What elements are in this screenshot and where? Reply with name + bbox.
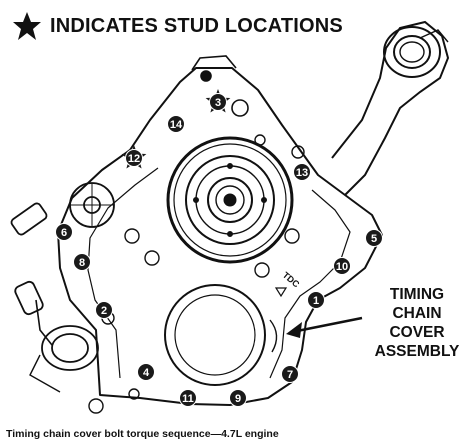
bolt-circle [73, 253, 91, 271]
bolt-marker-7: 7 [281, 365, 299, 383]
cover-outline [57, 67, 383, 406]
bolt-number: 11 [182, 393, 194, 405]
bolt-marker-10: 10 [333, 257, 351, 275]
bolt-number: 5 [371, 233, 377, 245]
callout-label: TIMING CHAIN COVER ASSEMBLY [362, 285, 472, 361]
bolt-number: 13 [296, 167, 308, 179]
bolt-circle [229, 389, 247, 407]
bolt-marker-12: 12 [121, 145, 147, 169]
callout-line: TIMING [389, 286, 445, 303]
bolt-marker-9: 9 [229, 389, 247, 407]
tdc-mark: TDC [274, 270, 302, 298]
bolt-circle [293, 163, 311, 181]
callout-line: COVER [389, 324, 445, 341]
crank-seal-opening [164, 284, 278, 386]
callout-line: ASSEMBLY [374, 343, 460, 360]
bolt-number: 14 [170, 119, 183, 131]
callout-arrow [286, 316, 363, 338]
bolt-number: 7 [287, 369, 293, 381]
bolt-marker-13: 13 [293, 163, 311, 181]
bolt-number: 12 [128, 153, 140, 165]
callout-line: CHAIN [392, 305, 442, 322]
tdc-label: TDC [281, 270, 302, 290]
bolt-circle [365, 229, 383, 247]
bolt-marker-6: 6 [55, 223, 73, 241]
top-boss [191, 55, 249, 117]
bolt-circle [209, 93, 227, 111]
bolt-circle [179, 389, 197, 407]
bolt-marker-8: 8 [73, 253, 91, 271]
left-fittings [10, 182, 115, 393]
legend: INDICATES STUD LOCATIONS [12, 6, 343, 46]
misc-hardware [88, 134, 305, 414]
bolt-circle [55, 223, 73, 241]
bolt-circle [167, 115, 185, 133]
bolt-marker-11: 11 [179, 389, 197, 407]
bolt-marker-4: 4 [137, 363, 155, 381]
bolt-number: 8 [79, 257, 85, 269]
figure-caption: Timing chain cover bolt torque sequence—… [6, 428, 279, 440]
bolt-number: 6 [61, 227, 67, 239]
bolt-number: 2 [101, 305, 107, 317]
bolt-marker-2: 2 [95, 301, 113, 319]
legend-text: INDICATES STUD LOCATIONS [50, 14, 343, 37]
bolt-number: 3 [215, 97, 221, 109]
bolt-circle [95, 301, 113, 319]
star-icon [13, 12, 41, 40]
bolt-marker-14: 14 [167, 115, 185, 133]
water-outlet [331, 20, 450, 196]
bolt-circle [333, 257, 351, 275]
bolt-circle [307, 291, 325, 309]
bolt-circle [281, 365, 299, 383]
bolt-number: 10 [336, 261, 348, 273]
water-pump-pulley [166, 136, 294, 264]
bolt-circle [137, 363, 155, 381]
bolt-number: 4 [143, 367, 150, 379]
bolt-circle [125, 149, 143, 167]
bolt-marker-3: 3 [205, 89, 231, 113]
bolt-number: 9 [235, 393, 241, 405]
bolt-marker-5: 5 [365, 229, 383, 247]
bolt-number: 1 [313, 295, 319, 307]
bolt-marker-1: 1 [307, 291, 325, 309]
